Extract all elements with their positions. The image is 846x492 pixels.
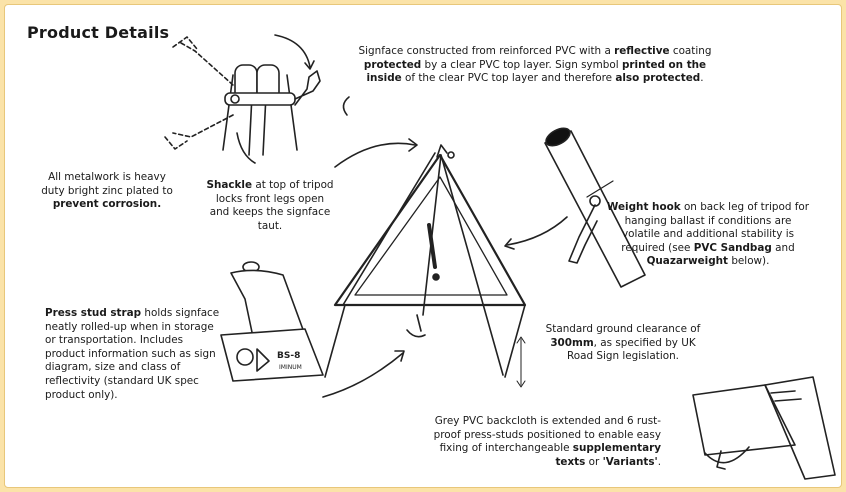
page-title: Product Details [27, 23, 170, 42]
metalwork-note: All metalwork is heavy duty bright zinc … [41, 171, 173, 211]
press-stud-strap-drawing: BS-8 IMINUM [220, 261, 324, 382]
weight-hook-note: Weight hook on back leg of tripod for ha… [606, 201, 810, 268]
shackle-detail-drawing [164, 34, 350, 164]
press-stud-note: Press stud strap holds signface neatly r… [45, 307, 220, 401]
tripod-sign-drawing [322, 138, 568, 398]
weight-hook-drawing [544, 127, 646, 288]
shackle-note: Shackle at top of tripod locks front leg… [206, 179, 334, 232]
backcloth-note: Grey PVC backcloth is extended and 6 rus… [433, 415, 661, 468]
diagram-frame: BS-8 IMINUM Product Details Signface con… [4, 4, 842, 488]
product-illustration: BS-8 IMINUM [164, 34, 836, 480]
strap-sign-text: BS-8 [277, 351, 300, 361]
strap-sign-subtext: IMINUM [279, 364, 302, 371]
clearance-note: Standard ground clearance of 300mm, as s… [545, 323, 701, 363]
backcloth-corner-drawing [692, 376, 836, 480]
signface-note: Signface constructed from reinforced PVC… [358, 45, 712, 85]
